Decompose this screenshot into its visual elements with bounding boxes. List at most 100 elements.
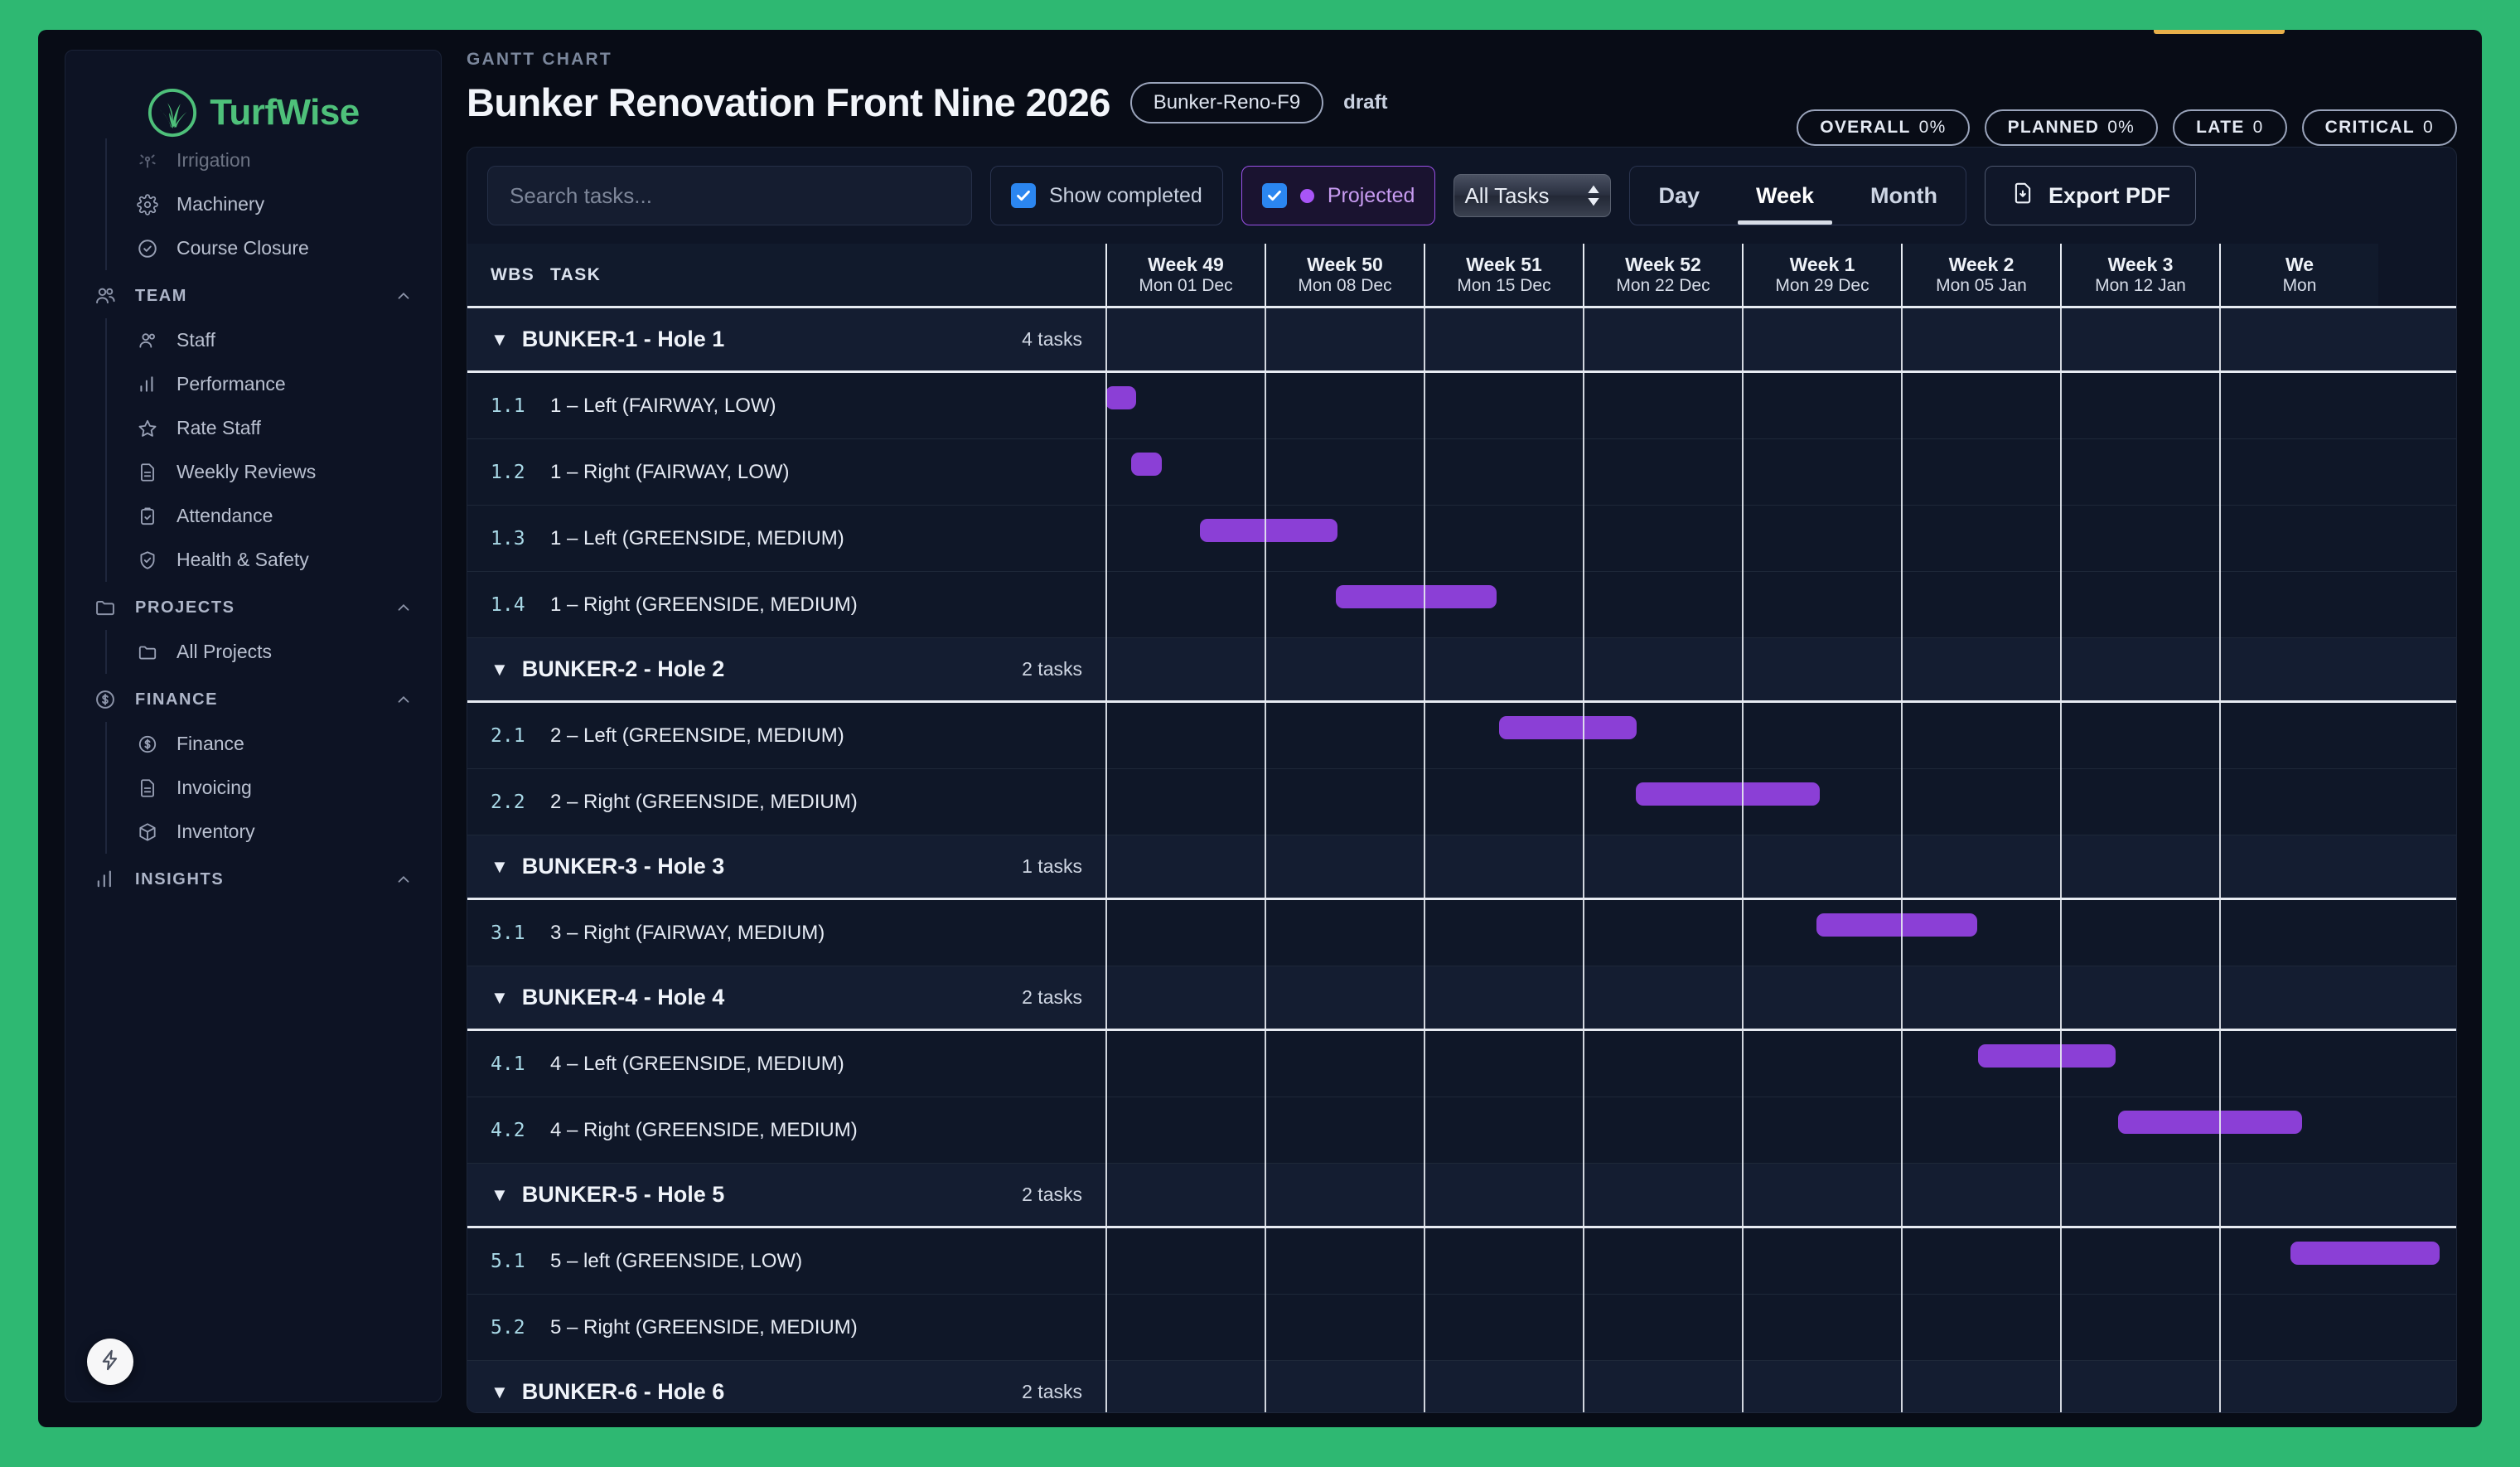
sidebar-item-performance[interactable]: Performance bbox=[107, 362, 441, 406]
task-filter-select[interactable]: All Tasks bbox=[1453, 174, 1612, 217]
week-date-label: Mon 22 Dec bbox=[1616, 276, 1710, 296]
sidebar-item-invoicing[interactable]: Invoicing bbox=[107, 766, 441, 810]
quick-action-button[interactable] bbox=[87, 1339, 133, 1385]
task-group-name: BUNKER-1 - Hole 1 bbox=[521, 327, 725, 351]
week-number-label: Week 51 bbox=[1466, 253, 1542, 275]
task-group-count: 2 tasks bbox=[1022, 986, 1082, 1008]
chevron-up-icon[interactable] bbox=[394, 598, 413, 617]
zoom-day-button[interactable]: Day bbox=[1658, 182, 1700, 208]
sidebar-item-finance[interactable]: Finance bbox=[107, 722, 441, 766]
timeline-task-row bbox=[1105, 1228, 2456, 1295]
timeline-rows bbox=[1105, 308, 2456, 1412]
caret-down-icon[interactable]: ▼ bbox=[491, 1381, 509, 1402]
file-download-icon bbox=[2010, 181, 2035, 211]
show-completed-toggle[interactable]: Show completed bbox=[990, 166, 1223, 225]
sidebar-group-header-team[interactable]: TEAM bbox=[65, 274, 441, 318]
gantt-bar[interactable] bbox=[1200, 519, 1337, 542]
gantt-bar[interactable] bbox=[1105, 386, 1136, 409]
zoom-month-button[interactable]: Month bbox=[1870, 182, 1937, 208]
chevron-up-icon[interactable] bbox=[394, 870, 413, 888]
caret-down-icon[interactable]: ▼ bbox=[491, 986, 509, 1008]
caret-down-icon[interactable]: ▼ bbox=[491, 855, 509, 877]
timeline-gridline bbox=[1742, 308, 1744, 1412]
projected-toggle[interactable]: Projected bbox=[1241, 166, 1436, 225]
export-pdf-button[interactable]: Export PDF bbox=[1985, 166, 2197, 225]
week-date-label: Mon 29 Dec bbox=[1775, 276, 1869, 296]
dollar-circle-icon bbox=[137, 734, 158, 755]
sidebar-item-course-closure[interactable]: Course Closure bbox=[107, 226, 441, 270]
checkbox-checked-icon[interactable] bbox=[1261, 183, 1287, 208]
sidebar-group-label: PROJECTS bbox=[135, 598, 235, 617]
select-stepper-icon bbox=[1587, 185, 1600, 206]
gantt-bar[interactable] bbox=[1499, 716, 1637, 739]
status-badge: draft bbox=[1343, 90, 1388, 114]
gantt-bar[interactable] bbox=[2118, 1111, 2302, 1134]
sidebar-group-insights: INSIGHTS bbox=[65, 857, 441, 902]
task-name: 2 – Right (GREENSIDE, MEDIUM) bbox=[550, 790, 858, 813]
users-icon bbox=[137, 330, 158, 351]
search-input[interactable]: Search tasks... bbox=[487, 166, 972, 225]
task-group-name: BUNKER-5 - Hole 5 bbox=[521, 1182, 725, 1207]
caret-down-icon[interactable]: ▼ bbox=[491, 658, 509, 680]
caret-down-icon[interactable]: ▼ bbox=[491, 328, 509, 350]
sidebar-group-header-projects[interactable]: PROJECTS bbox=[65, 585, 441, 630]
sidebar-item-machinery[interactable]: Machinery bbox=[107, 182, 441, 226]
sidebar-item-staff[interactable]: Staff bbox=[107, 318, 441, 362]
timeline-task-row bbox=[1105, 703, 2456, 769]
gantt-bar[interactable] bbox=[1336, 585, 1497, 608]
chevron-up-icon[interactable] bbox=[394, 287, 413, 305]
task-group-row[interactable]: ▼ BUNKER-5 - Hole 5 2 tasks bbox=[467, 1164, 1105, 1228]
timeline-group-row bbox=[1105, 966, 2456, 1031]
gantt-bar[interactable] bbox=[1816, 913, 1977, 937]
sidebar-item-label: Performance bbox=[177, 373, 286, 395]
kpi-value: 0% bbox=[2107, 118, 2135, 137]
sidebar-item-health-safety[interactable]: Health & Safety bbox=[107, 538, 441, 582]
gantt-bar[interactable] bbox=[1636, 782, 1820, 806]
gantt-bar[interactable] bbox=[1131, 453, 1162, 476]
brand-logo[interactable]: TurfWise bbox=[65, 51, 441, 167]
timeline-task-row bbox=[1105, 506, 2456, 572]
dollar-circle-icon bbox=[94, 688, 117, 711]
sidebar-item-rate-staff[interactable]: Rate Staff bbox=[107, 406, 441, 450]
sidebar-item-irrigation[interactable]: Irrigation bbox=[107, 138, 441, 182]
sidebar-group-header-finance[interactable]: FINANCE bbox=[65, 677, 441, 722]
sidebar-item-label: Health & Safety bbox=[177, 549, 309, 570]
caret-down-icon[interactable]: ▼ bbox=[491, 1184, 509, 1205]
document-icon bbox=[137, 462, 158, 483]
sidebar-item-all-projects[interactable]: All Projects bbox=[107, 630, 441, 674]
sidebar-group-header-insights[interactable]: INSIGHTS bbox=[65, 857, 441, 902]
chevron-up-icon[interactable] bbox=[394, 690, 413, 709]
sidebar-item-weekly-reviews[interactable]: Weekly Reviews bbox=[107, 450, 441, 494]
gantt-bar[interactable] bbox=[2290, 1242, 2440, 1265]
bar-chart-icon bbox=[137, 374, 158, 395]
week-date-label: Mon bbox=[2282, 276, 2317, 296]
sidebar-item-inventory[interactable]: Inventory bbox=[107, 810, 441, 854]
lightning-bolt-icon bbox=[99, 1348, 122, 1376]
zoom-week-button[interactable]: Week bbox=[1728, 167, 1842, 225]
shield-check-icon bbox=[137, 550, 158, 571]
checkbox-checked-icon[interactable] bbox=[1011, 183, 1036, 208]
sidebar-item-label: Staff bbox=[177, 329, 215, 351]
gantt-bar[interactable] bbox=[1978, 1044, 2116, 1068]
sidebar-item-attendance[interactable]: Attendance bbox=[107, 494, 441, 538]
task-group-count: 2 tasks bbox=[1022, 1184, 1082, 1205]
